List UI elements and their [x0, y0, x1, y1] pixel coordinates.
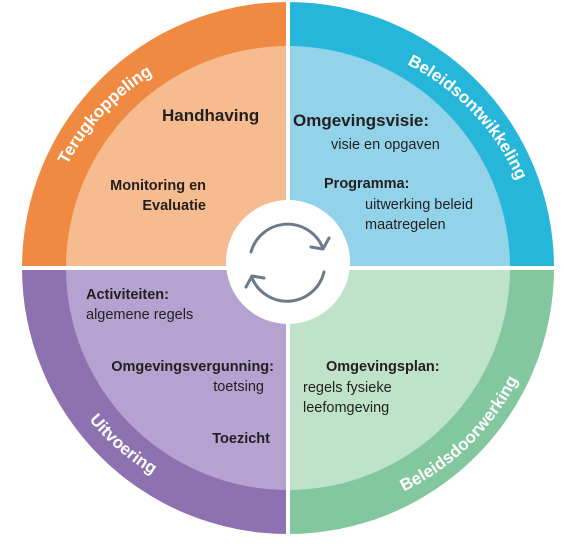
programma-description-line2: maatregelen	[365, 217, 446, 233]
omgevingsplan-title: Omgevingsplan:	[326, 359, 440, 375]
inner-quadrant-bottom-right	[288, 268, 510, 490]
monitoring-title-line2: Evaluatie	[142, 198, 206, 214]
cycle-arrows-icon	[244, 222, 331, 303]
activiteiten-title: Activiteiten:	[86, 287, 169, 303]
omgevingsplan-description-line1: regels fysieke	[303, 380, 392, 396]
activiteiten-description: algemene regels	[86, 307, 194, 323]
inner-quadrant-top-left	[66, 46, 288, 268]
center-circle	[226, 200, 350, 324]
omgevingsvisie-description: visie en opgaven	[331, 137, 440, 153]
omgevingsvergunning-title: Omgevingsvergunning:	[111, 359, 274, 375]
programma-description-line1: uitwerking beleid	[365, 197, 474, 213]
inner-quadrant-top-right	[288, 46, 510, 268]
monitoring-title-line1: Monitoring en	[110, 178, 206, 194]
omgevingsplan-description-line2: leefomgeving	[303, 400, 390, 416]
inner-quadrant-bottom-left	[66, 268, 288, 490]
omgevingsvisie-title: Omgevingsvisie:	[293, 111, 430, 130]
omgevingsvergunning-description: toetsing	[213, 379, 264, 395]
toezicht-title: Toezicht	[212, 431, 270, 447]
handhaving-heading: Handhaving	[162, 106, 260, 125]
programma-title: Programma:	[324, 176, 410, 192]
